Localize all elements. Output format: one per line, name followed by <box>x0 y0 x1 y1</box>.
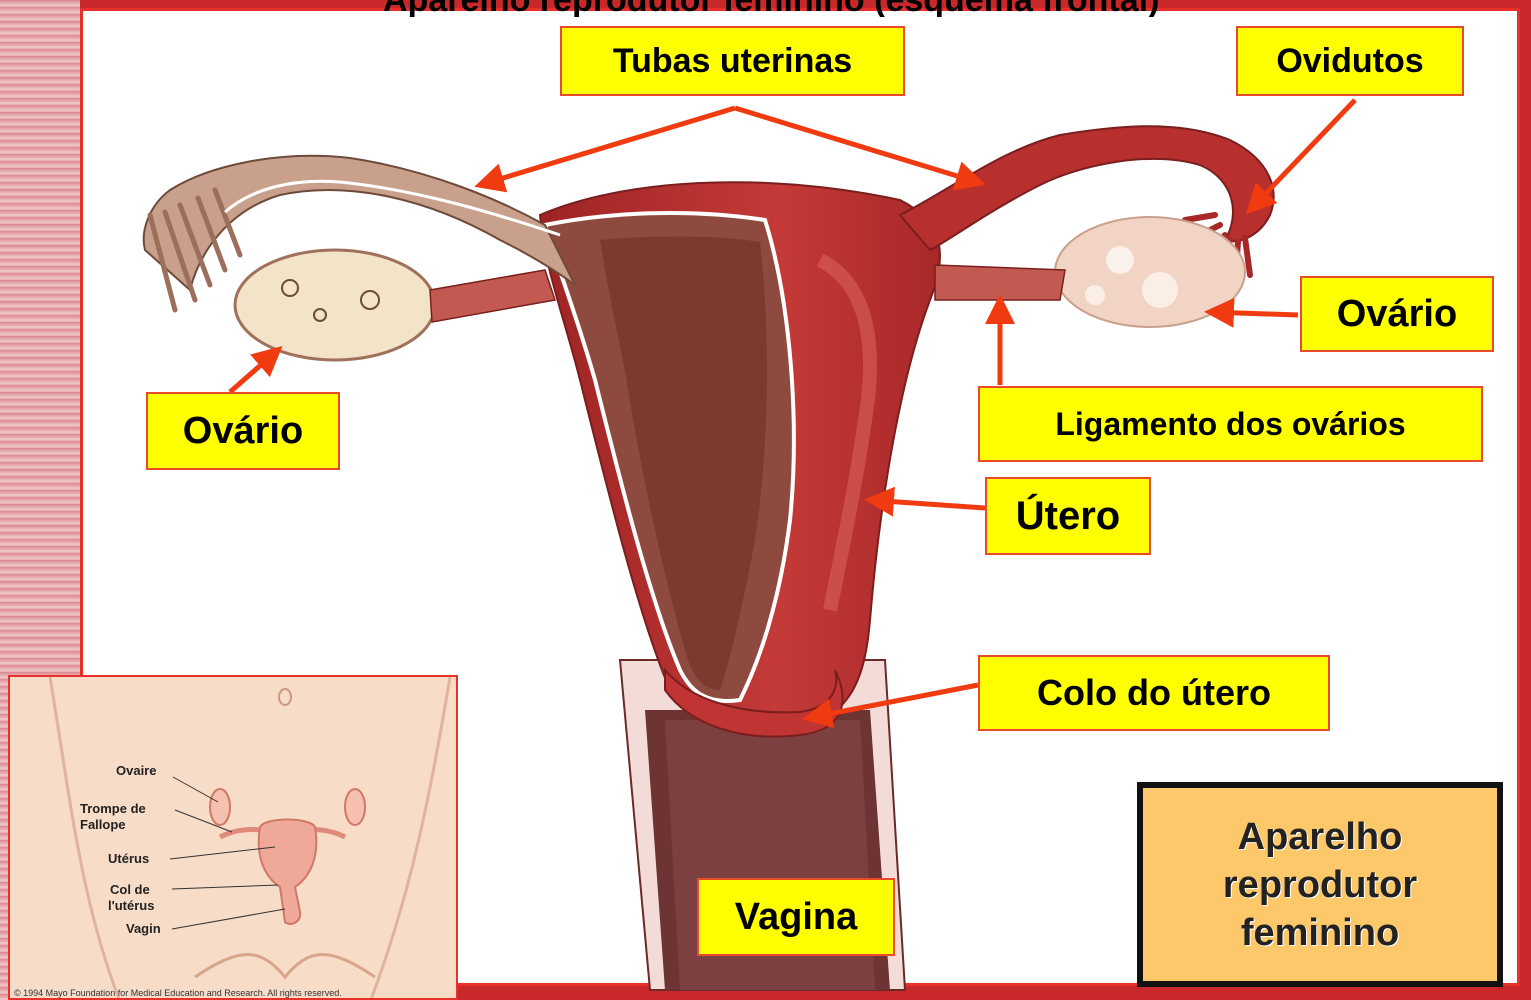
right-ligament-shape <box>935 265 1065 300</box>
left-ovary-shape <box>235 250 435 360</box>
left-ligament-shape <box>430 270 555 322</box>
inset-label-ovaire: Ovaire <box>116 763 156 778</box>
title-line-3: feminino <box>1241 909 1399 957</box>
title-box: Aparelho reprodutor feminino <box>1137 782 1503 987</box>
arrow-ovario-left <box>230 350 278 392</box>
inset-illustration: Ovaire Trompe de Fallope Utérus Col de l… <box>8 675 458 1000</box>
inset-label-col-uterus: l'utérus <box>108 898 154 913</box>
inset-label-fallope: Fallope <box>80 817 126 832</box>
arrow-ovario-right <box>1210 312 1298 315</box>
inset-body-drawing <box>10 677 458 1000</box>
arrow-ovidutos <box>1250 100 1355 210</box>
inset-label-trompe: Trompe de <box>80 801 146 816</box>
label-ovario-left: Ovário <box>146 392 340 470</box>
label-vagina: Vagina <box>697 878 895 956</box>
arrow-tubas-left <box>480 108 735 185</box>
arrow-utero <box>870 500 985 508</box>
label-ligamento-ovarios: Ligamento dos ovários <box>978 386 1483 462</box>
inset-label-col: Col de <box>110 882 150 897</box>
inset-label-vagin: Vagin <box>126 921 161 936</box>
uterus-shape <box>540 182 940 736</box>
inset-label-uterus: Utérus <box>108 851 149 866</box>
label-utero: Útero <box>985 477 1151 555</box>
label-colo-do-utero: Colo do útero <box>978 655 1330 731</box>
inset-copyright: © 1994 Mayo Foundation for Medical Educa… <box>14 988 342 998</box>
title-line-2: reprodutor <box>1223 861 1417 909</box>
label-tubas-uterinas: Tubas uterinas <box>560 26 905 96</box>
label-ovidutos: Ovidutos <box>1236 26 1464 96</box>
title-line-1: Aparelho <box>1238 813 1403 861</box>
label-ovario-right: Ovário <box>1300 276 1494 352</box>
arrow-tubas-right <box>735 108 980 183</box>
